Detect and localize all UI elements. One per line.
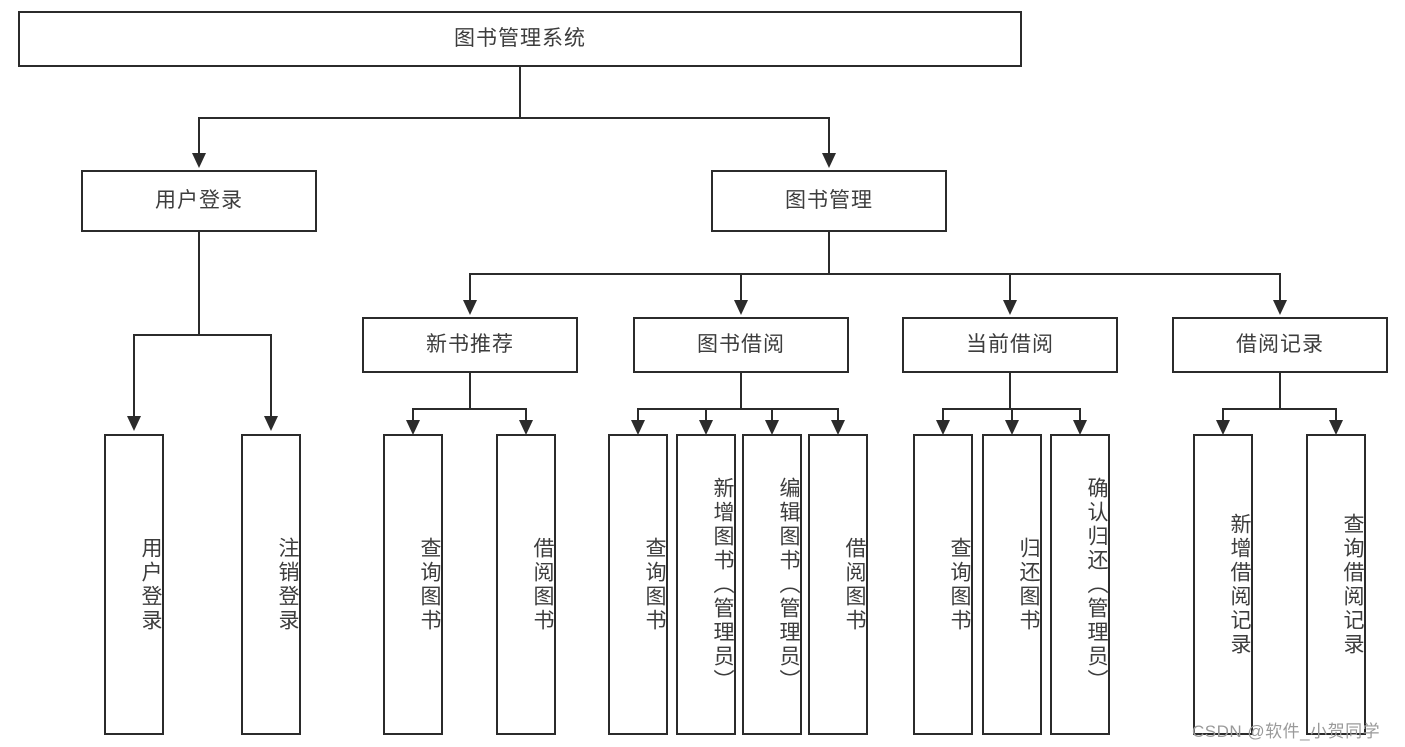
connector-bb-leaf-4 <box>837 408 839 422</box>
connector-cb-leaf-3 <box>1079 408 1081 422</box>
leaf-nbr-borrow-book[interactable]: 借阅图书 <box>496 434 556 735</box>
connector-user-login-stem <box>198 232 200 335</box>
node-label: 归还图书 <box>1017 536 1040 633</box>
node-label: 当前借阅 <box>966 333 1054 357</box>
node-label: 新增借阅记录 <box>1228 512 1251 657</box>
connector-borrow-record-stem <box>1279 373 1281 409</box>
leaf-cb-return-book[interactable]: 归还图书 <box>982 434 1042 735</box>
node-label: 查询图书 <box>418 536 441 633</box>
leaf-logout[interactable]: 注销登录 <box>241 434 301 735</box>
arrowhead-nbr-leaf-1 <box>406 420 420 435</box>
leaf-nbr-query-book[interactable]: 查询图书 <box>383 434 443 735</box>
node-label: 查询图书 <box>643 536 666 633</box>
connector-cb-leaf-2 <box>1011 408 1013 422</box>
connector-root-stem <box>519 67 521 118</box>
connector-root-to-user-login <box>198 117 200 155</box>
node-label: 用户登录 <box>155 189 243 213</box>
connector-root-to-book-management <box>828 117 830 155</box>
connector-new-book-recommend-stem <box>469 373 471 409</box>
connector-bb-leaf-3 <box>771 408 773 422</box>
csdn-watermark: CSDN @软件_小贺同学 <box>1192 722 1381 741</box>
leaf-bb-edit-book-admin[interactable]: 编辑图书（管理员） <box>742 434 802 735</box>
leaf-cb-confirm-return-admin[interactable]: 确认归还（管理员） <box>1050 434 1110 735</box>
node-book-management[interactable]: 图书管理 <box>711 170 947 232</box>
leaf-br-add-record[interactable]: 新增借阅记录 <box>1193 434 1253 735</box>
arrowhead-cb-leaf-1 <box>936 420 950 435</box>
leaf-br-query-record[interactable]: 查询借阅记录 <box>1306 434 1366 735</box>
connector-to-borrow-record <box>1279 273 1281 302</box>
leaf-bb-add-book-admin[interactable]: 新增图书（管理员） <box>676 434 736 735</box>
arrowhead-br-leaf-1 <box>1216 420 1230 435</box>
leaf-user-login[interactable]: 用户登录 <box>104 434 164 735</box>
arrowhead-leaf-logout <box>264 416 278 431</box>
connector-book-management-stem <box>828 232 830 274</box>
connector-root-bus <box>198 117 830 119</box>
node-user-login[interactable]: 用户登录 <box>81 170 317 232</box>
leaf-bb-borrow-book[interactable]: 借阅图书 <box>808 434 868 735</box>
node-label: 用户登录 <box>139 536 162 633</box>
connector-to-book-borrow <box>740 273 742 302</box>
node-label: 图书借阅 <box>697 333 785 357</box>
connector-bb-leaf-1 <box>637 408 639 422</box>
node-root-book-management-system[interactable]: 图书管理系统 <box>18 11 1022 67</box>
node-label: 图书管理 <box>785 189 873 213</box>
arrowhead-current-borrow <box>1003 300 1017 315</box>
connector-br-leaf-1 <box>1222 408 1224 422</box>
arrowhead-bb-leaf-2 <box>699 420 713 435</box>
leaf-bb-query-book[interactable]: 查询图书 <box>608 434 668 735</box>
connector-current-borrow-stem <box>1009 373 1011 409</box>
arrowhead-cb-leaf-3 <box>1073 420 1087 435</box>
node-label: 借阅图书 <box>843 536 866 633</box>
arrowhead-new-book-recommend <box>463 300 477 315</box>
connector-bb-leaf-2 <box>705 408 707 422</box>
node-label: 新增图书（管理员） <box>711 476 734 693</box>
arrowhead-br-leaf-2 <box>1329 420 1343 435</box>
node-label: 图书管理系统 <box>454 27 586 51</box>
arrowhead-bb-leaf-1 <box>631 420 645 435</box>
node-label: 借阅记录 <box>1236 333 1324 357</box>
connector-user-login-leaf-2 <box>270 334 272 418</box>
arrowhead-user-login <box>192 153 206 168</box>
arrowhead-cb-leaf-2 <box>1005 420 1019 435</box>
node-label: 编辑图书（管理员） <box>777 476 800 693</box>
arrowhead-borrow-record <box>1273 300 1287 315</box>
connector-book-borrow-bus <box>637 408 838 410</box>
connector-nbr-leaf-2 <box>525 408 527 422</box>
connector-br-leaf-2 <box>1335 408 1337 422</box>
arrowhead-book-management <box>822 153 836 168</box>
node-label: 确认归还（管理员） <box>1085 476 1108 693</box>
node-borrow-record[interactable]: 借阅记录 <box>1172 317 1388 373</box>
arrowhead-bb-leaf-3 <box>765 420 779 435</box>
node-current-borrow[interactable]: 当前借阅 <box>902 317 1118 373</box>
leaf-cb-query-book[interactable]: 查询图书 <box>913 434 973 735</box>
connector-user-login-leaf-1 <box>133 334 135 418</box>
node-label: 借阅图书 <box>531 536 554 633</box>
node-label: 注销登录 <box>276 536 299 633</box>
arrowhead-book-borrow <box>734 300 748 315</box>
connector-level3-bus <box>469 273 1281 275</box>
node-label: 新书推荐 <box>426 333 514 357</box>
connector-nbr-leaf-1 <box>412 408 414 422</box>
arrowhead-bb-leaf-4 <box>831 420 845 435</box>
connector-new-book-recommend-bus <box>412 408 527 410</box>
node-label: 查询借阅记录 <box>1341 512 1364 657</box>
arrowhead-leaf-user-login <box>127 416 141 431</box>
node-new-book-recommend[interactable]: 新书推荐 <box>362 317 578 373</box>
connector-to-current-borrow <box>1009 273 1011 302</box>
connector-to-new-book-recommend <box>469 273 471 302</box>
connector-book-borrow-stem <box>740 373 742 409</box>
connector-user-login-bus <box>133 334 271 336</box>
connector-cb-leaf-1 <box>942 408 944 422</box>
node-book-borrow[interactable]: 图书借阅 <box>633 317 849 373</box>
arrowhead-nbr-leaf-2 <box>519 420 533 435</box>
connector-borrow-record-bus <box>1222 408 1337 410</box>
node-label: 查询图书 <box>948 536 971 633</box>
